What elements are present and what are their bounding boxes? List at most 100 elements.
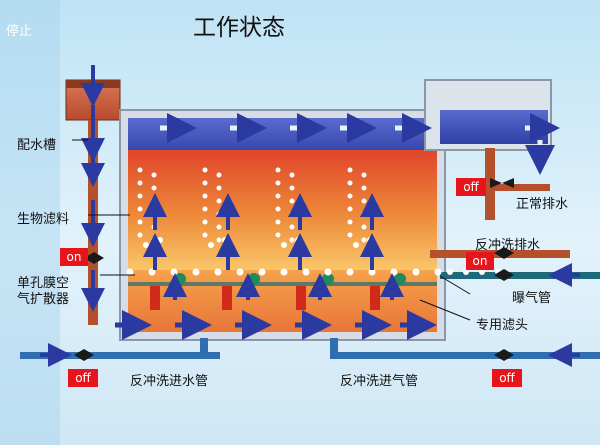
media-dot (347, 206, 353, 212)
media-dot (390, 268, 398, 276)
media-dot (137, 193, 143, 199)
media-dot (289, 185, 295, 191)
media-dot (275, 219, 281, 225)
media-dot (151, 198, 157, 204)
label-aeration-pipe: 曝气管 (512, 291, 552, 306)
media-dot (281, 242, 287, 248)
flow-arrows (40, 65, 580, 367)
valve-badge-inlet[interactable]: on (60, 248, 88, 266)
media-dot (361, 211, 367, 217)
valve-badge-backwash-drain[interactable]: on (466, 252, 494, 270)
media-dot (151, 185, 157, 191)
filter-heads (150, 286, 380, 310)
media-dot (302, 268, 310, 276)
media-dot (258, 268, 266, 276)
media-dot (479, 269, 485, 275)
media-dot (216, 237, 222, 243)
valve-badge-normal-drain[interactable]: off (456, 178, 486, 196)
filter-tank (119, 109, 446, 341)
media-dot (126, 268, 134, 276)
media-dot (289, 172, 295, 178)
media-dot (192, 268, 200, 276)
media-dot (137, 219, 143, 225)
label-filter-head: 专用滤头 (476, 318, 529, 333)
media-dot (347, 193, 353, 199)
media-dot (289, 237, 295, 243)
media-dot (275, 167, 281, 173)
media-dot (347, 180, 353, 186)
media-dot (137, 180, 143, 186)
label-normal-drain: 正常排水 (516, 197, 569, 212)
media-dot (346, 268, 354, 276)
media-dot (214, 268, 222, 276)
label-backwash-air-in: 反冲洗进气管 (340, 374, 419, 389)
media-dot (236, 268, 244, 276)
media-dot (347, 219, 353, 225)
media-dot (295, 237, 301, 243)
media-dot (202, 167, 208, 173)
normal-drain-pipe (490, 184, 550, 191)
aeration-pipe (440, 272, 600, 279)
media-dot (202, 206, 208, 212)
media-dot (148, 268, 156, 276)
backwash-air-pipe (330, 352, 600, 359)
media-dot (151, 237, 157, 243)
media-dot (324, 268, 332, 276)
media-dot (143, 242, 149, 248)
page-title: 工作状态 (193, 15, 285, 41)
media-dot (202, 232, 208, 238)
overflow-channel (424, 79, 552, 151)
label-distribution-tank: 配水槽 (17, 138, 57, 153)
media-dot (275, 193, 281, 199)
media-dot (222, 237, 228, 243)
media-dot (216, 172, 222, 178)
media-dot (275, 180, 281, 186)
left-band (0, 0, 60, 445)
media-dot (368, 268, 376, 276)
label-backwash-drain: 反冲洗排水 (475, 238, 541, 253)
media-dot (137, 167, 143, 173)
media-dot (447, 269, 453, 275)
label-bio-media: 生物滤料 (17, 212, 70, 227)
valve-badge-backwash-air[interactable]: off (492, 369, 522, 387)
backwash-air-riser (330, 338, 338, 358)
media-dot (361, 237, 367, 243)
media-dot (157, 237, 163, 243)
media-dot (208, 242, 214, 248)
media-dot (361, 185, 367, 191)
media-dot (216, 198, 222, 204)
media-dot (347, 232, 353, 238)
media-dot (170, 268, 178, 276)
media-dot (434, 268, 442, 276)
media-dot (216, 211, 222, 217)
media-dot (289, 224, 295, 230)
media-dot (137, 206, 143, 212)
media-dot (202, 180, 208, 186)
label-diffuser: 单孔膜空 气扩散器 (17, 276, 70, 307)
media-dot (151, 172, 157, 178)
media-dot (361, 224, 367, 230)
media-dot (412, 268, 420, 276)
valves (74, 178, 514, 361)
valve-badge-backwash-water[interactable]: off (68, 369, 98, 387)
media-dot (347, 167, 353, 173)
media-dot (275, 206, 281, 212)
media-dot (216, 185, 222, 191)
media-dot (275, 232, 281, 238)
media-dot (361, 198, 367, 204)
media-dot (216, 224, 222, 230)
media-dot (289, 198, 295, 204)
media-dot (280, 268, 288, 276)
backwash-water-riser (200, 338, 208, 358)
label-backwash-water-in: 反冲洗进水管 (130, 374, 209, 389)
media-dot (137, 232, 143, 238)
media-dot (367, 237, 373, 243)
status-label: 停止 (6, 24, 33, 39)
backwash-water-pipe (20, 352, 220, 359)
media-dot (463, 269, 469, 275)
media-dot (361, 172, 367, 178)
leader-lines (72, 139, 471, 321)
media-dot (289, 211, 295, 217)
media-dot (202, 193, 208, 199)
